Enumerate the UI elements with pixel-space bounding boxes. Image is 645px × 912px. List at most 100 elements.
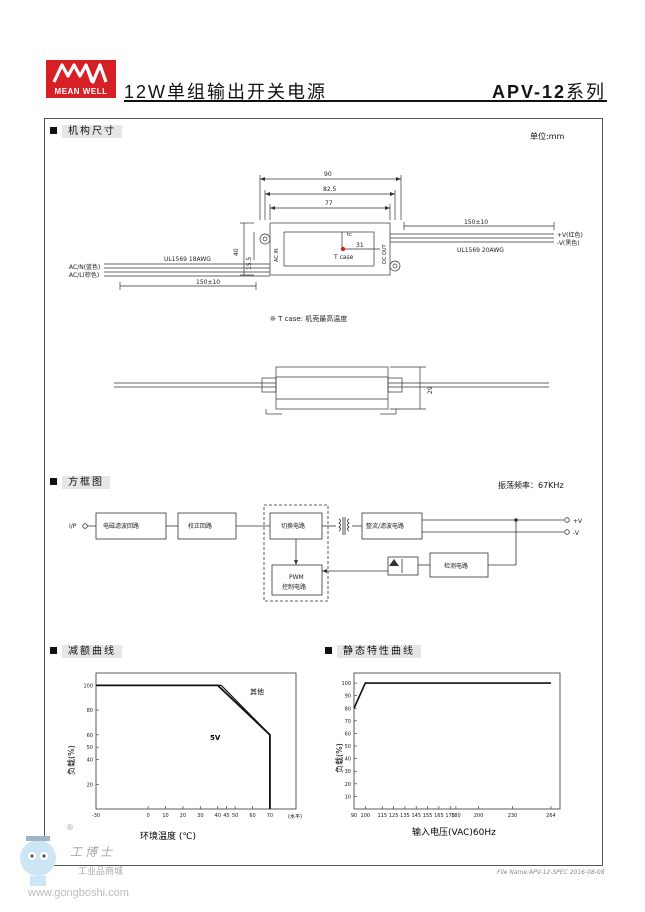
x-tick-label: 70 xyxy=(267,813,273,819)
x-tick-label: 155 xyxy=(423,813,433,819)
dim-15-5: 15.5 xyxy=(246,256,253,270)
derating-ylabel: 负载(%) xyxy=(66,745,76,775)
y-tick-label: 40 xyxy=(87,758,93,764)
acn-label: AC/N(蓝色) xyxy=(69,263,100,271)
detect-label: 检测电路 xyxy=(444,562,468,570)
footer-file-name: File Name:APV-12-SPEC 2016-08-08 xyxy=(497,869,605,876)
rect-label: 校正回路 xyxy=(188,522,212,530)
vplus-label: +V(红色) xyxy=(557,231,583,239)
switch-group-frame xyxy=(263,504,329,602)
out-plus-label: +V xyxy=(573,518,583,525)
dim-29: 29 xyxy=(427,386,434,394)
watermark-site: www.gongboshi.com xyxy=(28,887,129,899)
mount-hole-left xyxy=(259,233,271,245)
header-rule xyxy=(124,100,607,102)
page-title: 12W单组输出开关电源 xyxy=(124,82,328,102)
x-tick-label: 90 xyxy=(351,813,357,819)
x-tick-label: 20 xyxy=(180,813,186,819)
watermark-tag: 工业品商城 xyxy=(78,867,124,877)
y-tick-label: 70 xyxy=(345,719,351,725)
ip-label: I/P xyxy=(69,523,77,530)
section-derating-title: 减额曲线 xyxy=(62,645,122,658)
section-square-icon xyxy=(50,127,57,134)
dim-82-5: 82.5 xyxy=(323,186,337,193)
pwm-label: PWM xyxy=(289,574,304,581)
section-derating: 减额曲线 xyxy=(48,645,122,659)
transformer-icon xyxy=(338,518,341,532)
derating-label-5v: 5V xyxy=(210,734,221,742)
x-tick-label: 165 xyxy=(434,813,444,819)
section-square-icon xyxy=(325,647,332,654)
dim-150-in: 150±10 xyxy=(196,279,220,286)
section-static: 静态特性曲线 xyxy=(323,645,421,659)
emi-label: 电磁滤波回路 xyxy=(103,522,139,530)
section-mechanical-title: 机构尺寸 xyxy=(62,125,122,138)
static-ylabel: 负载(%) xyxy=(334,743,344,773)
derating-xlabel: 环境温度 (℃) xyxy=(140,830,196,842)
x-tick-label: 40 xyxy=(215,813,221,819)
switch-label: 切换电路 xyxy=(281,522,305,530)
y-tick-label: 50 xyxy=(345,744,351,750)
mascot-icon xyxy=(20,836,56,886)
series-suffix: 系列 xyxy=(566,82,607,102)
x-tick-label: 115 xyxy=(378,813,388,819)
tcase-note: ❊ T case: 机壳最高温度 xyxy=(270,314,347,323)
watermark-reg: ® xyxy=(66,823,74,832)
x-tick-label: 0 xyxy=(147,813,150,819)
unit-label: 单位:mm xyxy=(530,132,565,141)
series-line xyxy=(353,682,551,709)
y-tick-label: 60 xyxy=(87,733,93,739)
x-tick-label: 45 xyxy=(223,813,229,819)
x-tick-label: 135 xyxy=(400,813,410,819)
case-side-view xyxy=(275,366,389,410)
ac-in-label: AC IN xyxy=(274,248,280,262)
logo-mw-icon xyxy=(52,63,108,84)
derating-label-other: 其他 xyxy=(250,687,264,696)
mount-hole-right xyxy=(389,260,401,272)
cable-out-label: UL1569 20AWG xyxy=(457,247,504,254)
pwm-block xyxy=(271,564,323,596)
x-tick-label: 60 xyxy=(249,813,255,819)
y-tick-label: 90 xyxy=(345,694,351,700)
series-line xyxy=(96,684,271,809)
section-square-icon xyxy=(50,478,57,485)
y-tick-label: 10 xyxy=(345,794,351,800)
x-tick-label: 50 xyxy=(232,813,238,819)
series-name: APV-12系列 xyxy=(492,78,606,104)
static-chart-frame xyxy=(353,672,561,810)
cable-in-label: UL1569 18AWG xyxy=(164,256,211,263)
static-xlabel: 输入电压(VAC)60Hz xyxy=(412,826,496,838)
out-plus-terminal xyxy=(564,517,570,523)
dim-77: 77 xyxy=(325,200,333,207)
section-block-title: 方框图 xyxy=(62,476,110,489)
dim-90: 90 xyxy=(324,171,332,178)
watermark-name: 工博士 xyxy=(70,845,116,859)
section-mechanical: 机构尺寸 xyxy=(48,125,122,139)
out-minus-terminal xyxy=(564,529,570,535)
y-tick-label: 100 xyxy=(83,683,93,689)
y-tick-label: 40 xyxy=(345,757,351,763)
pwm-sub-label: 控制电路 xyxy=(282,583,306,591)
x-tick-label: 100 xyxy=(361,813,371,819)
x-tick-label: 145 xyxy=(411,813,421,819)
dc-out-label: DC OUT xyxy=(382,243,388,264)
optocoupler xyxy=(387,556,419,576)
section-block: 方框图 xyxy=(48,476,110,490)
dim-150-out: 150±10 xyxy=(464,219,488,226)
vminus-label: -V(黑色) xyxy=(557,239,580,247)
ip-terminal xyxy=(82,523,88,529)
block-diagram: I/P 电磁滤波回路 校正回路 切换电路 整流/滤波电路 PWM 控制电路 检测… xyxy=(69,504,583,602)
y-tick-label: 100 xyxy=(341,681,351,687)
series-model: APV-12 xyxy=(492,82,567,102)
logo-brand-text: MEAN WELL xyxy=(54,87,108,96)
section-static-title: 静态特性曲线 xyxy=(337,645,421,658)
dim-31: 31 xyxy=(356,242,364,249)
tcase-label: T case xyxy=(333,254,354,261)
x-tick-label: 230 xyxy=(508,813,518,819)
derating-xunit: (水平) xyxy=(288,813,302,820)
tc-mark: tc xyxy=(347,232,352,238)
y-tick-label: 60 xyxy=(345,731,351,737)
x-tick-label: 30 xyxy=(197,813,203,819)
